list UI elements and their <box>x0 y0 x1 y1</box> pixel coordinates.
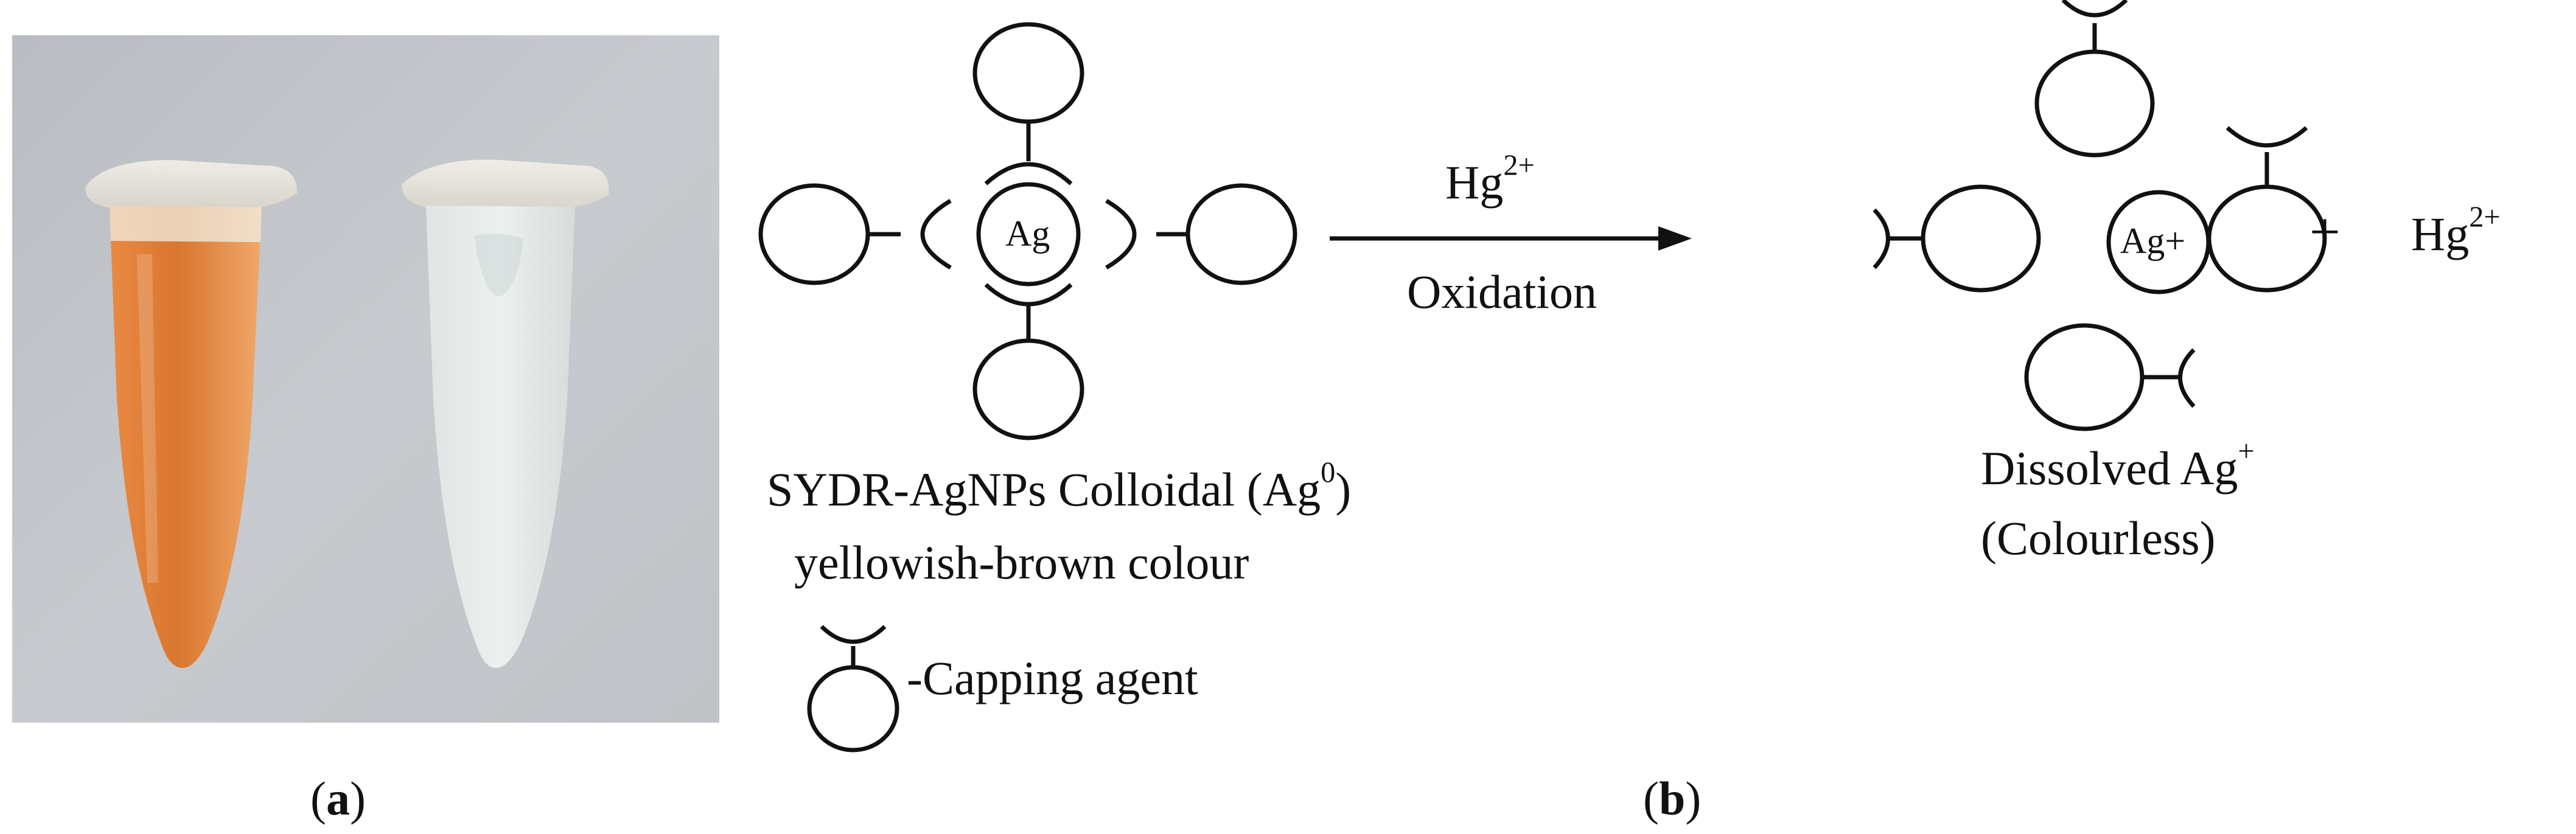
product-label-line1: Dissolved Ag+ <box>1981 437 2255 496</box>
caption-a-letter: a <box>326 772 350 825</box>
arrow-reagent-base: Hg <box>1445 156 1504 209</box>
caption-b: (b) <box>1643 771 1701 826</box>
legend-label: -Capping agent <box>907 652 1198 704</box>
capping-group-right <box>1185 183 1297 285</box>
product-label-line2: (Colourless) <box>1981 512 2216 565</box>
arrow-reagent-sup: 2+ <box>1503 149 1535 182</box>
arrow-head <box>1658 226 1692 251</box>
arrow-condition-label: Oxidation <box>1407 265 1597 318</box>
product-capping-group-bottom <box>2024 323 2145 431</box>
caption-a-open: ( <box>310 772 326 825</box>
caption-b-letter: b <box>1658 772 1686 825</box>
tubes-photo <box>12 35 719 723</box>
legend-capping-agent-symbol <box>807 665 899 752</box>
plus-sign: + <box>2309 202 2340 262</box>
product-capping-group-right <box>2207 184 2327 293</box>
product-label-sup: + <box>2238 435 2255 468</box>
capping-group-left <box>758 183 870 285</box>
reactant-label-sup: 0 <box>1321 456 1336 489</box>
reactant-label-line1: SYDR-AgNPs Colloidal (Ag0) <box>767 458 1352 517</box>
caption-a-close: ) <box>349 772 366 825</box>
reactant-label-line2: yellowish-brown colour <box>794 536 1249 589</box>
reaction-scheme <box>758 0 2327 752</box>
caption-b-close: ) <box>1685 772 1702 825</box>
reactant-label-base: SYDR-AgNPs Colloidal (Ag <box>767 463 1321 516</box>
product-label-base: Dissolved Ag <box>1981 442 2238 495</box>
capping-group-bottom <box>972 338 1084 440</box>
capping-group-top <box>972 22 1084 124</box>
orange-tube <box>85 160 298 668</box>
caption-a: (a) <box>310 771 366 826</box>
clear-tube <box>402 159 609 668</box>
product-ion-label: Hg2+ <box>2411 203 2501 262</box>
reactant-label-end: ) <box>1335 463 1352 516</box>
ag-particle <box>976 182 1081 287</box>
product-capping-group-left <box>1921 184 2041 293</box>
product-ion-sup: 2+ <box>2469 201 2501 234</box>
ag-center-label: Ag <box>1005 214 1050 254</box>
ag-plus-center-label: Ag+ <box>2120 221 2186 261</box>
product-ion-base: Hg <box>2411 207 2470 260</box>
product-capping-group-top <box>2034 49 2155 158</box>
arrow-reagent-label: Hg2+ <box>1445 151 1535 210</box>
caption-b-open: ( <box>1643 772 1659 825</box>
tubes-photo-image <box>12 35 719 723</box>
